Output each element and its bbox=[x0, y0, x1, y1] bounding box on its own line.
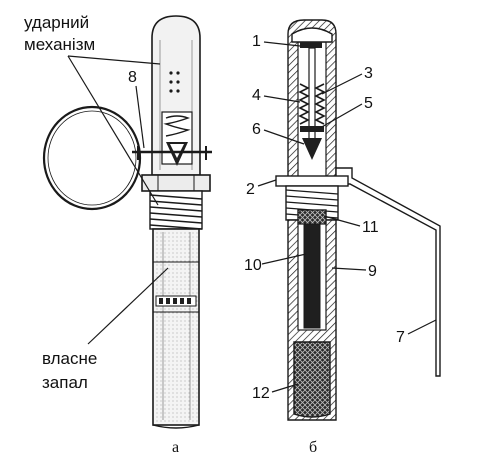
fuze-body bbox=[152, 228, 200, 426]
svg-text:8: 8 bbox=[128, 69, 137, 86]
callout-1: 1 bbox=[252, 33, 301, 50]
vent-holes bbox=[169, 71, 180, 93]
delay-composition bbox=[303, 223, 321, 329]
safety-lever bbox=[335, 167, 441, 377]
callout-2: 2 bbox=[246, 179, 277, 198]
fuze-proper-label: власне запал bbox=[42, 267, 169, 392]
svg-text:12: 12 bbox=[252, 385, 270, 402]
striker-collar bbox=[300, 126, 324, 132]
callout-12: 12 bbox=[252, 383, 299, 402]
strike-mechanism-line-2: механізм bbox=[24, 35, 95, 54]
pull-ring bbox=[42, 105, 142, 211]
primer-cap bbox=[297, 209, 327, 225]
thread bbox=[149, 190, 203, 230]
svg-text:10: 10 bbox=[244, 257, 262, 274]
callout-8: 8 bbox=[128, 69, 145, 149]
callout-6: 6 bbox=[252, 121, 305, 145]
hex-nut bbox=[141, 174, 211, 192]
fuze-proper-line-2: запал bbox=[42, 373, 88, 392]
svg-text:2: 2 bbox=[246, 181, 255, 198]
fuze-cross-section bbox=[275, 19, 441, 421]
callout-9: 9 bbox=[331, 263, 377, 280]
svg-text:5: 5 bbox=[364, 95, 373, 112]
flange bbox=[275, 175, 349, 187]
mainspring bbox=[298, 83, 310, 125]
svg-text:11: 11 bbox=[362, 219, 379, 236]
callout-7: 7 bbox=[396, 319, 437, 346]
svg-text:6: 6 bbox=[252, 121, 261, 138]
svg-text:1: 1 bbox=[252, 33, 261, 50]
callout-11: 11 bbox=[323, 215, 379, 236]
svg-text:7: 7 bbox=[396, 329, 405, 346]
svg-text:3: 3 bbox=[364, 65, 373, 82]
strike-mechanism-line-1: ударний bbox=[24, 13, 89, 32]
callout-3: 3 bbox=[321, 65, 373, 95]
cap bbox=[291, 27, 333, 43]
callout-5: 5 bbox=[319, 95, 373, 129]
callout-10: 10 bbox=[244, 253, 307, 274]
caption-b: б bbox=[309, 439, 317, 456]
svg-text:4: 4 bbox=[252, 87, 261, 104]
svg-text:9: 9 bbox=[368, 263, 377, 280]
firing-pin bbox=[302, 138, 322, 160]
detonator bbox=[293, 341, 331, 418]
fuze-proper-line-1: власне bbox=[42, 349, 97, 368]
caption-a: а bbox=[172, 439, 179, 456]
fuze-exterior-view bbox=[42, 15, 212, 429]
fuze-ports bbox=[155, 295, 197, 307]
strike-mechanism-label: ударний механізм bbox=[24, 13, 161, 206]
spring-coil-exterior bbox=[163, 115, 191, 137]
callout-4: 4 bbox=[252, 87, 301, 104]
